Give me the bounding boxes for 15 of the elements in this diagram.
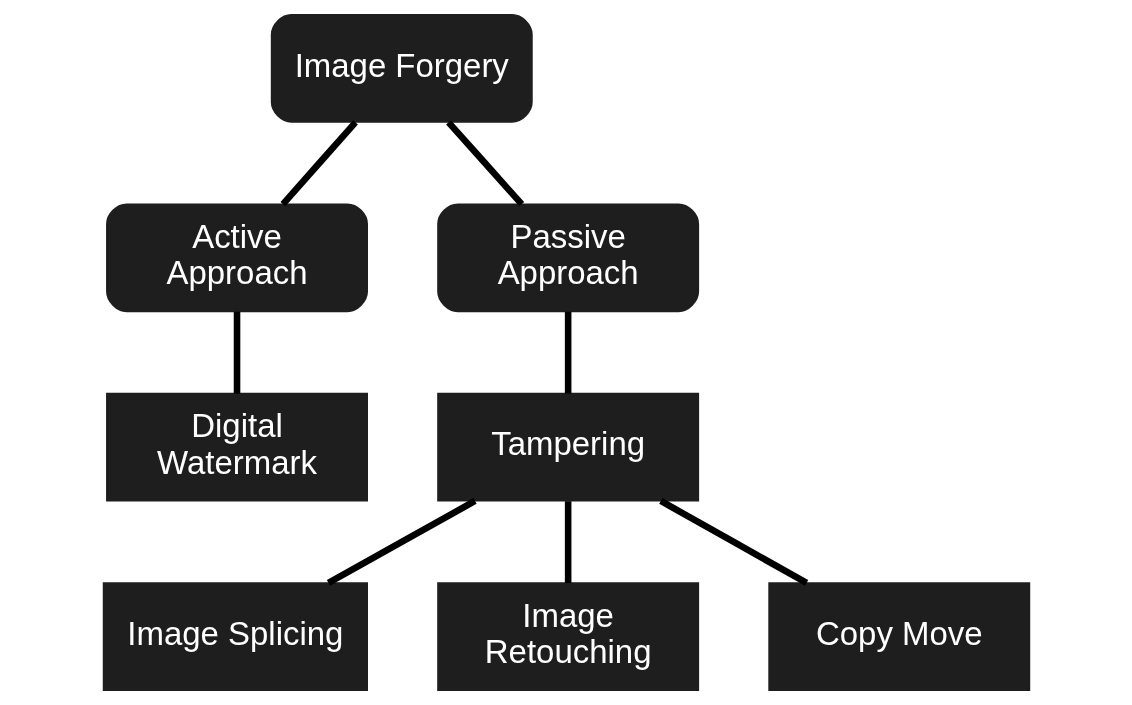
connector: [658, 498, 808, 586]
node-box: Image Forgery: [270, 13, 533, 123]
connector: [564, 311, 571, 394]
connector: [280, 120, 358, 207]
connector: [564, 501, 571, 584]
connector: [445, 120, 524, 207]
node-box: Digital Watermark: [105, 392, 368, 502]
node-box: Tampering: [436, 392, 699, 502]
node-box: Active Approach: [105, 203, 368, 313]
node-box: Copy Move: [767, 582, 1030, 692]
node-box: Image Retouching: [436, 582, 699, 692]
connector: [233, 311, 240, 394]
node-box: Passive Approach: [436, 203, 699, 313]
node-box: Image Splicing: [102, 582, 368, 692]
connector: [326, 498, 477, 586]
